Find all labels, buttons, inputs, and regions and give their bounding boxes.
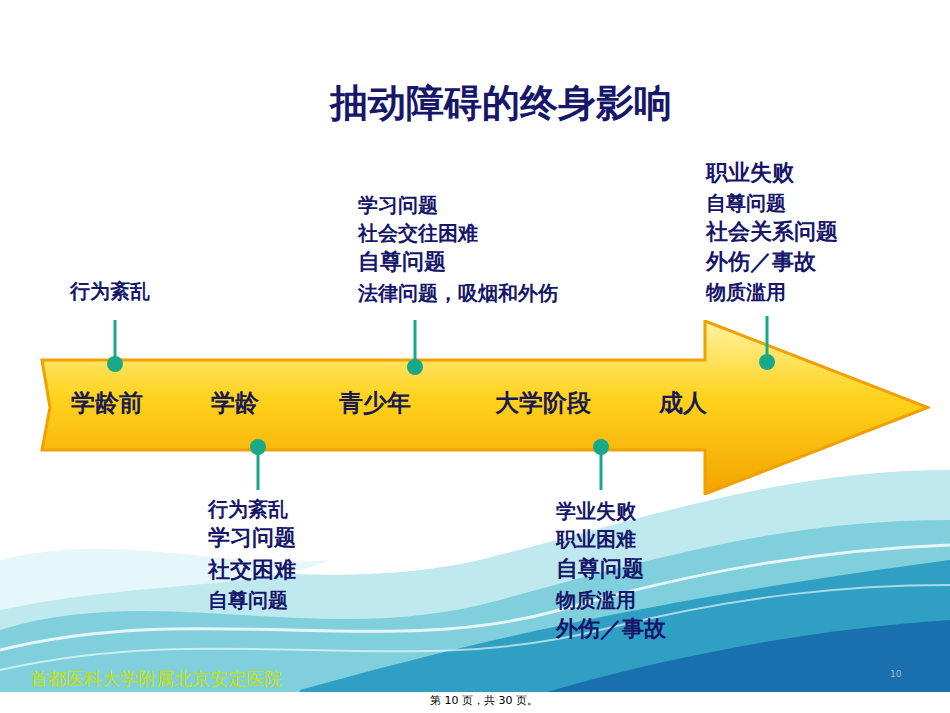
callout-text: 学业失败	[556, 500, 636, 522]
stage-label: 青少年	[339, 387, 411, 419]
callout-text: 外伤／事故	[706, 250, 816, 274]
arrow-shape	[38, 320, 930, 495]
wave	[0, 470, 950, 713]
callout-text: 社会交往困难	[358, 222, 478, 244]
callout-text: 学习问题	[208, 526, 296, 550]
callout-text: 自尊问题	[556, 557, 644, 581]
wave-streak	[0, 545, 950, 650]
footer-strip	[0, 692, 950, 713]
footer-institution: 首都医科大学附属北京安定医院	[30, 669, 282, 689]
callout-text: 法律问题，吸烟和外伤	[358, 282, 558, 304]
callout-text: 自尊问题	[706, 192, 786, 214]
timeline-dot	[250, 439, 266, 455]
callout-text: 外伤／事故	[556, 617, 666, 641]
callout-text: 职业困难	[556, 528, 636, 550]
callout-text: 学习问题	[358, 194, 438, 216]
callout-text: 社会关系问题	[706, 220, 838, 244]
arrow-outline	[42, 321, 928, 494]
callout-text: 社交困难	[208, 558, 296, 582]
stage-label: 学龄前	[71, 387, 143, 419]
callout-text: 行为紊乱	[70, 280, 150, 302]
timeline-dot	[107, 356, 123, 372]
slide-title: 抽动障碍的终身影响	[330, 78, 672, 129]
page-number: 10	[890, 670, 901, 680]
wave	[300, 560, 950, 713]
callout-text: 物质滥用	[556, 589, 636, 611]
callout-text: 自尊问题	[358, 250, 446, 274]
timeline-dot	[593, 439, 609, 455]
callout-text: 物质滥用	[706, 281, 786, 303]
stage-label: 学龄	[211, 387, 259, 419]
callout-text: 自尊问题	[208, 589, 288, 611]
stage-label: 成人	[659, 387, 707, 419]
callout-text: 职业失败	[706, 161, 794, 185]
wave	[0, 549, 330, 610]
timeline-dot	[407, 359, 423, 375]
timeline-dot	[759, 354, 775, 370]
stage-label: 大学阶段	[495, 387, 591, 419]
wave	[0, 520, 950, 713]
wave-streak	[0, 585, 950, 670]
page-counter: 第 10 页，共 30 页。	[430, 695, 538, 707]
callout-text: 行为紊乱	[208, 498, 288, 520]
timeline-arrow: 学龄前 学龄 青少年 大学阶段 成人	[38, 320, 930, 495]
